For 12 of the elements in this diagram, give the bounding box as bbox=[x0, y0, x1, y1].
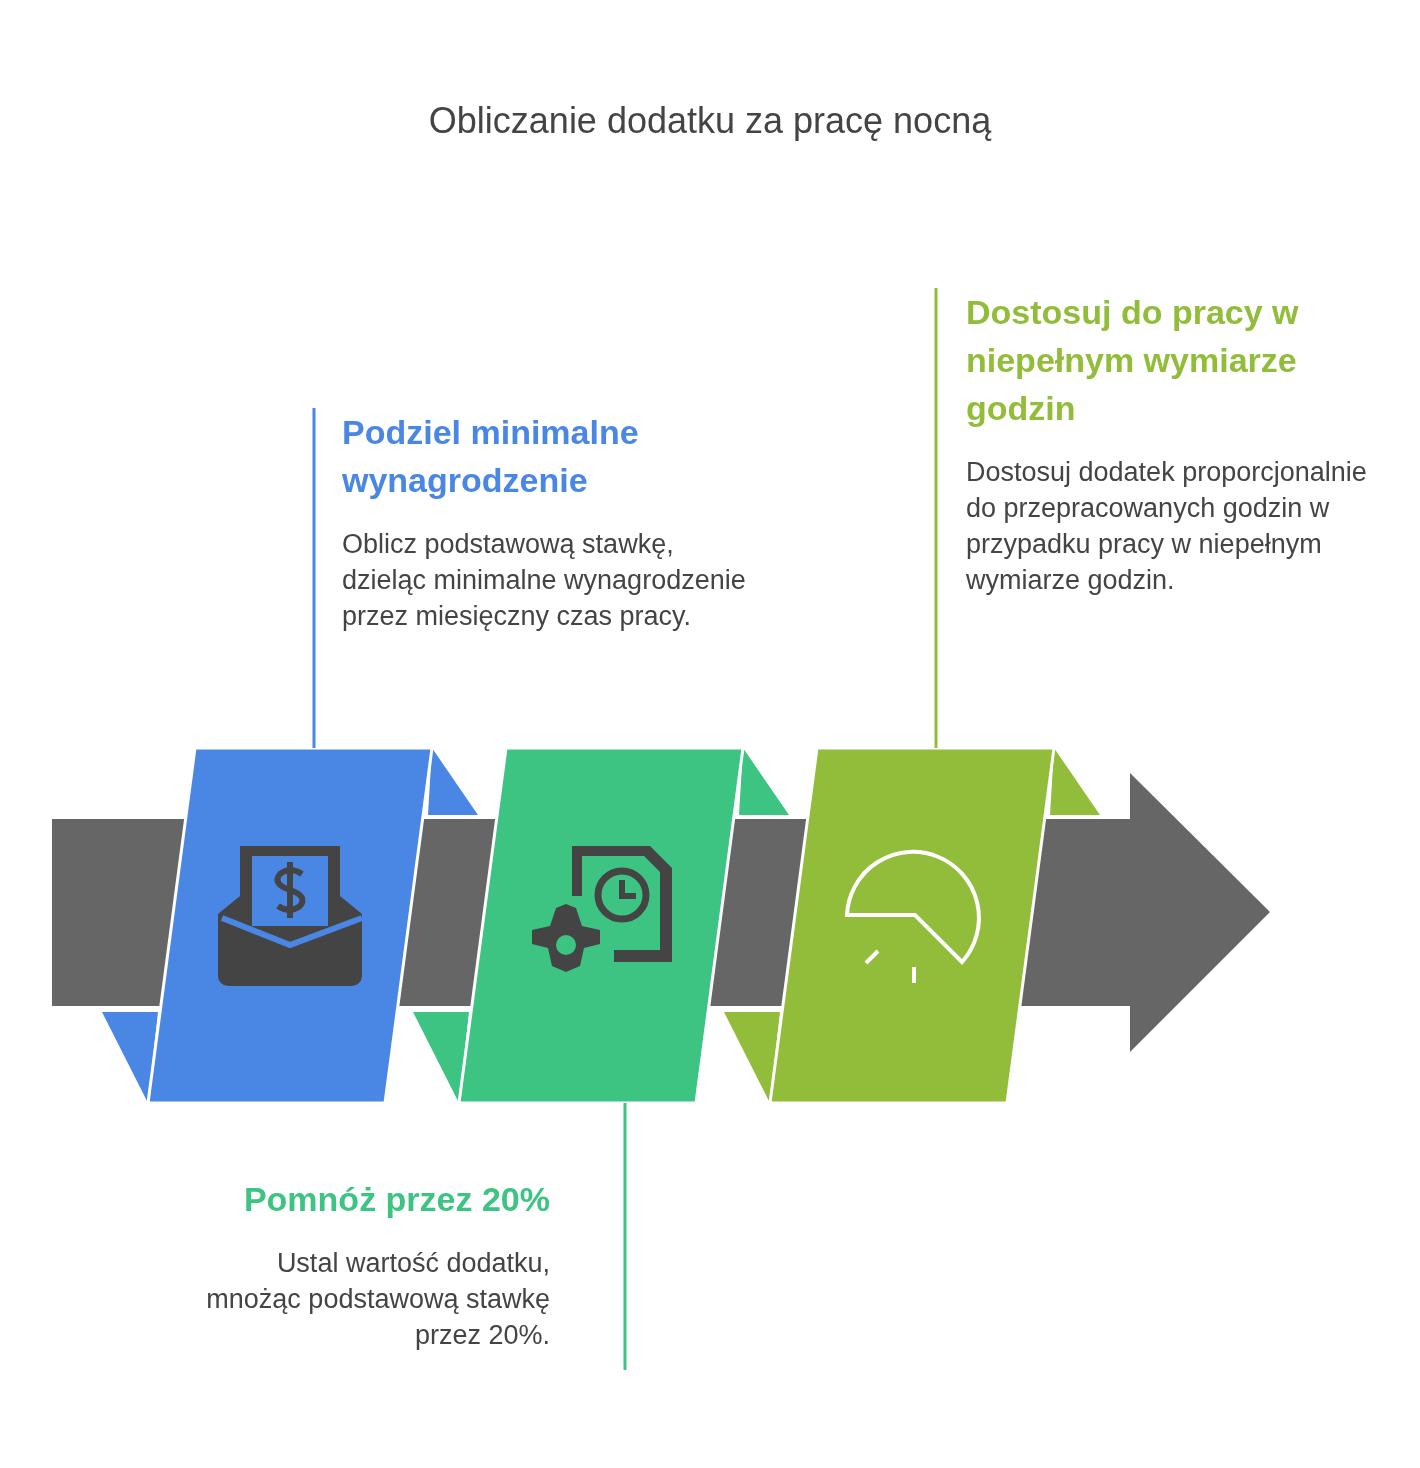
step-description: Ustal wartość dodatku, mnożąc podstawową stawkę przez 20%. bbox=[205, 1247, 550, 1352]
step-heading: Podziel minimalne wynagrodzenie bbox=[342, 412, 640, 501]
step-heading: Dostosuj do pracy w niepełnym wymiarze godzin bbox=[966, 292, 1300, 429]
leader-line bbox=[623, 1103, 627, 1370]
step-panel bbox=[724, 746, 1100, 1105]
step-panel bbox=[413, 746, 789, 1105]
step-description: Oblicz podstawową stawkę, dzieląc minimalne wynagrodzenie przez miesięczny czas pracy. bbox=[342, 528, 747, 633]
leader-line bbox=[934, 288, 938, 748]
leader-line bbox=[312, 408, 316, 748]
step-heading: Pomnóż przez 20% bbox=[242, 1179, 550, 1220]
step-description: Dostosuj dodatek proporcjonalnie do przepracowanych godzin w przypadku pracy w niepełnym wymiarze godzin. bbox=[966, 456, 1368, 597]
title: Obliczanie dodatku za pracę nocną bbox=[427, 100, 993, 142]
